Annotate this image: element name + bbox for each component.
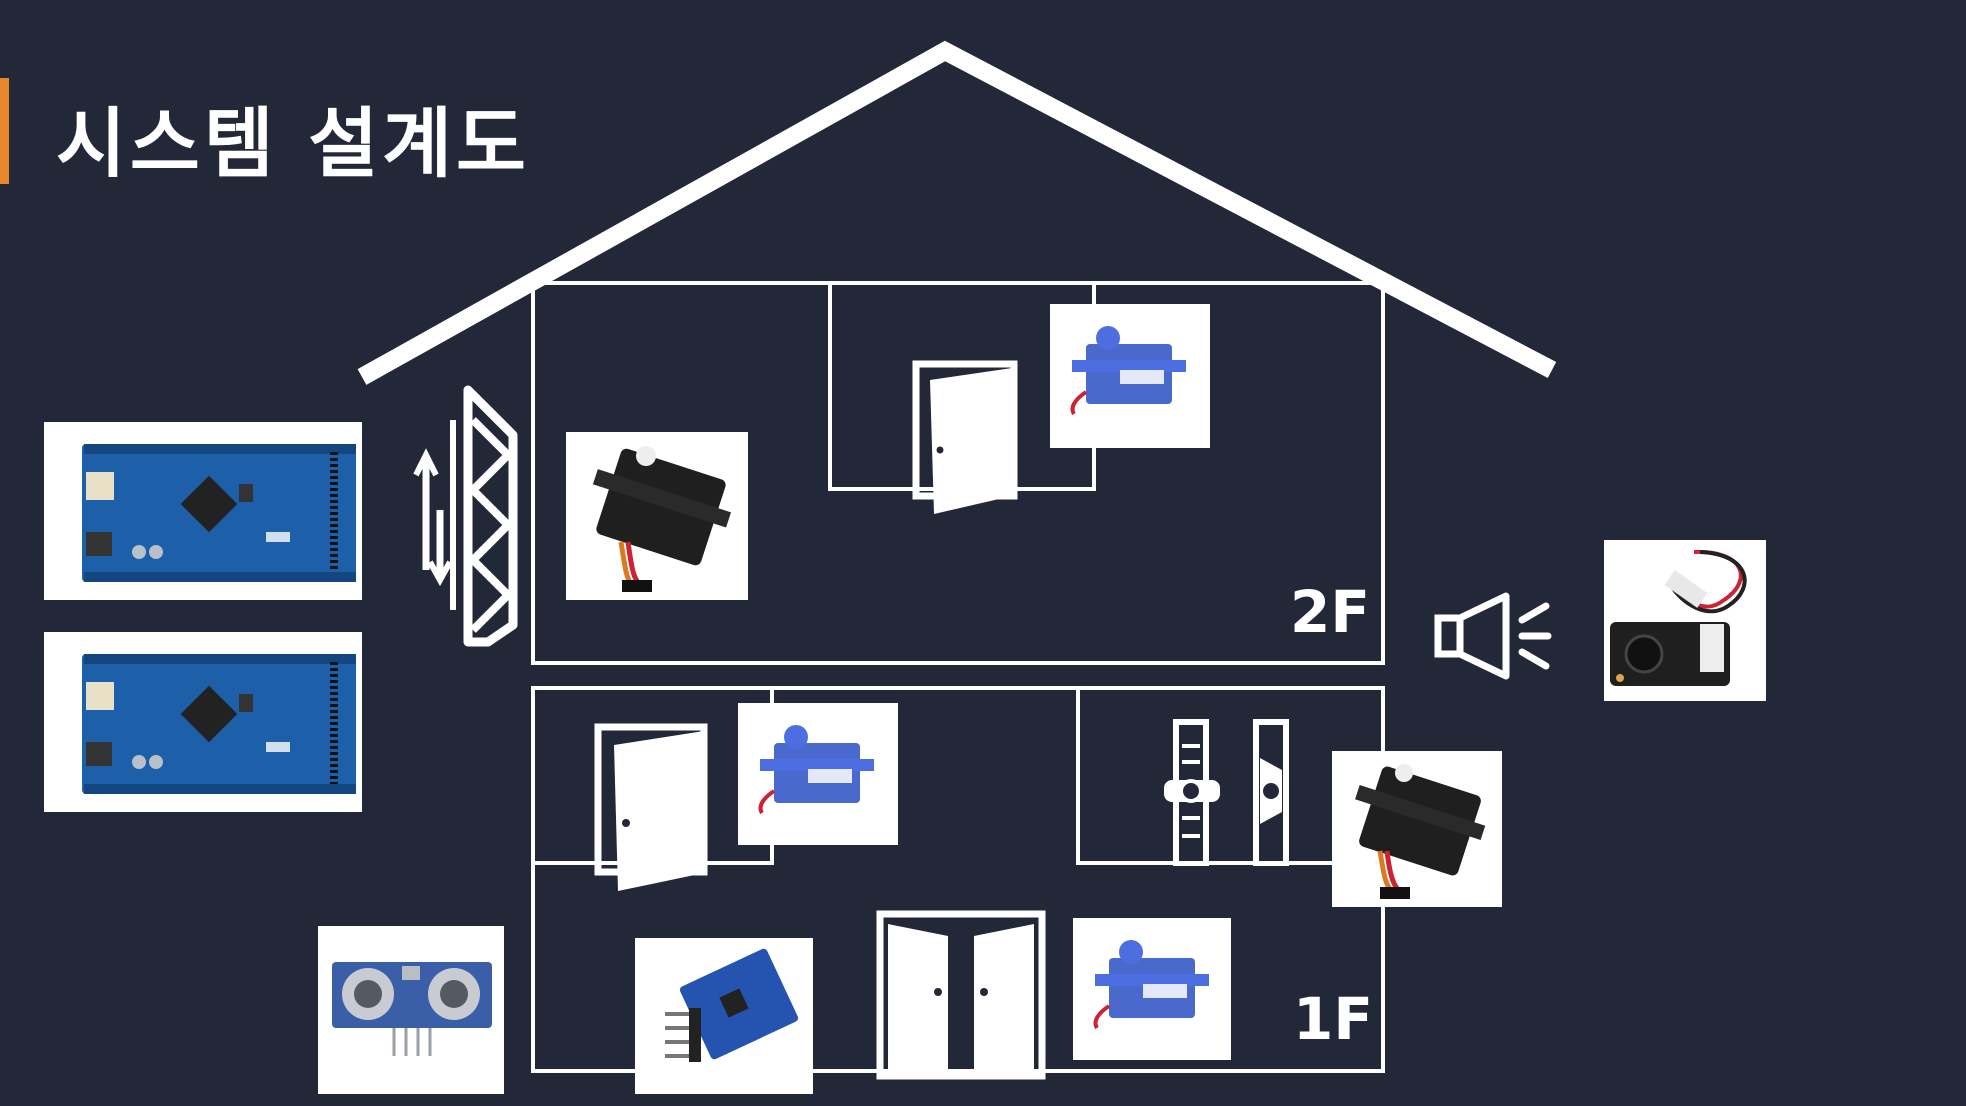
speaker-icon — [1434, 592, 1552, 680]
arduino-mega-board — [44, 422, 362, 600]
roof-line — [357, 40, 1557, 385]
door-icon — [912, 360, 1018, 514]
servo-motor-micro — [1073, 918, 1231, 1060]
ultrasonic-sensor — [318, 926, 504, 1094]
double-door-icon — [876, 910, 1046, 1080]
arduino-mega-board — [44, 632, 362, 812]
floor-label-1f: 1F — [1293, 985, 1373, 1053]
floor-label-2f: 2F — [1290, 578, 1370, 646]
title-accent-bar — [0, 78, 9, 184]
servo-motor-micro — [738, 703, 898, 845]
floor-2-outline — [531, 281, 1385, 665]
door-icon — [594, 723, 708, 891]
buzzer-module — [1604, 540, 1766, 701]
gyro-sensor-module — [635, 938, 813, 1094]
servo-motor-standard — [1332, 751, 1502, 907]
servo-motor-micro — [1050, 304, 1210, 448]
servo-motor-standard — [566, 432, 748, 600]
page-title: 시스템 설계도 — [56, 99, 530, 188]
window-icon — [413, 385, 518, 647]
curtain-icon — [1164, 719, 1289, 866]
